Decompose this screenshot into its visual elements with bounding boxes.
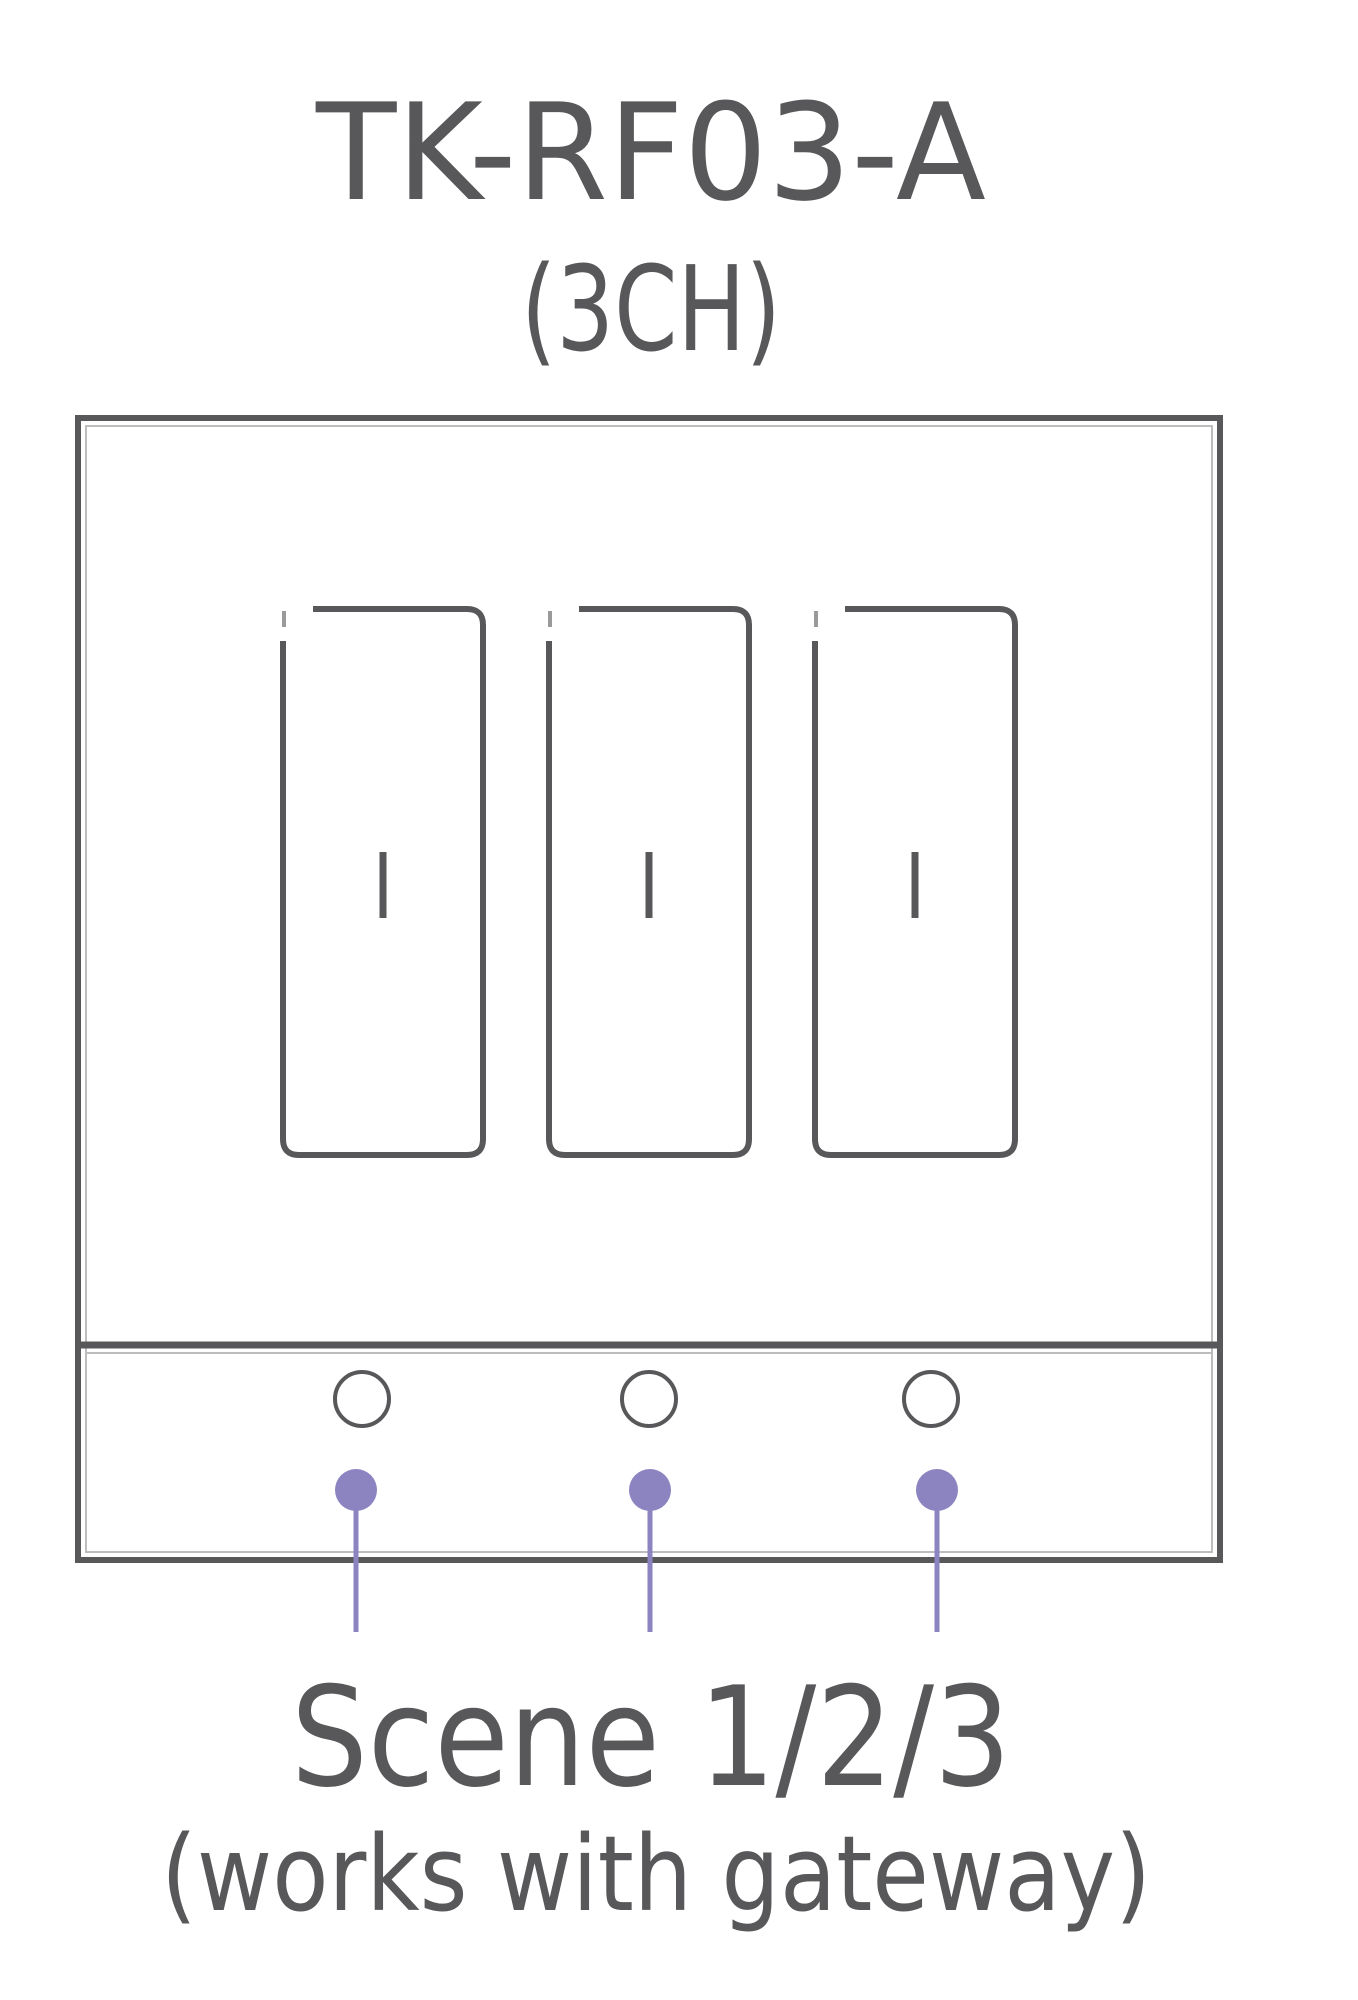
indicator-led-3: [902, 1370, 960, 1428]
channel-count-label: (3CH): [521, 240, 781, 378]
rocker-switch-1[interactable]: [280, 606, 486, 1158]
switch-index-mark: [814, 611, 818, 627]
callout-dot-1: [335, 1469, 377, 1511]
indicator-led-1: [333, 1370, 391, 1428]
rocker-switch-2[interactable]: [546, 606, 752, 1158]
scene-caption: Scene 1/2/3: [291, 1657, 1011, 1818]
indicator-led-2: [620, 1370, 678, 1428]
switch-panel-outline: [75, 415, 1223, 1563]
callout-dot-2: [629, 1469, 671, 1511]
callout-dot-3: [916, 1469, 958, 1511]
switch-index-mark: [282, 611, 286, 627]
switch-index-mark: [548, 611, 552, 627]
rocker-switch-3[interactable]: [812, 606, 1018, 1158]
gateway-note: (works with gateway): [161, 1813, 1151, 1935]
model-title: TK-RF03-A: [315, 75, 986, 231]
